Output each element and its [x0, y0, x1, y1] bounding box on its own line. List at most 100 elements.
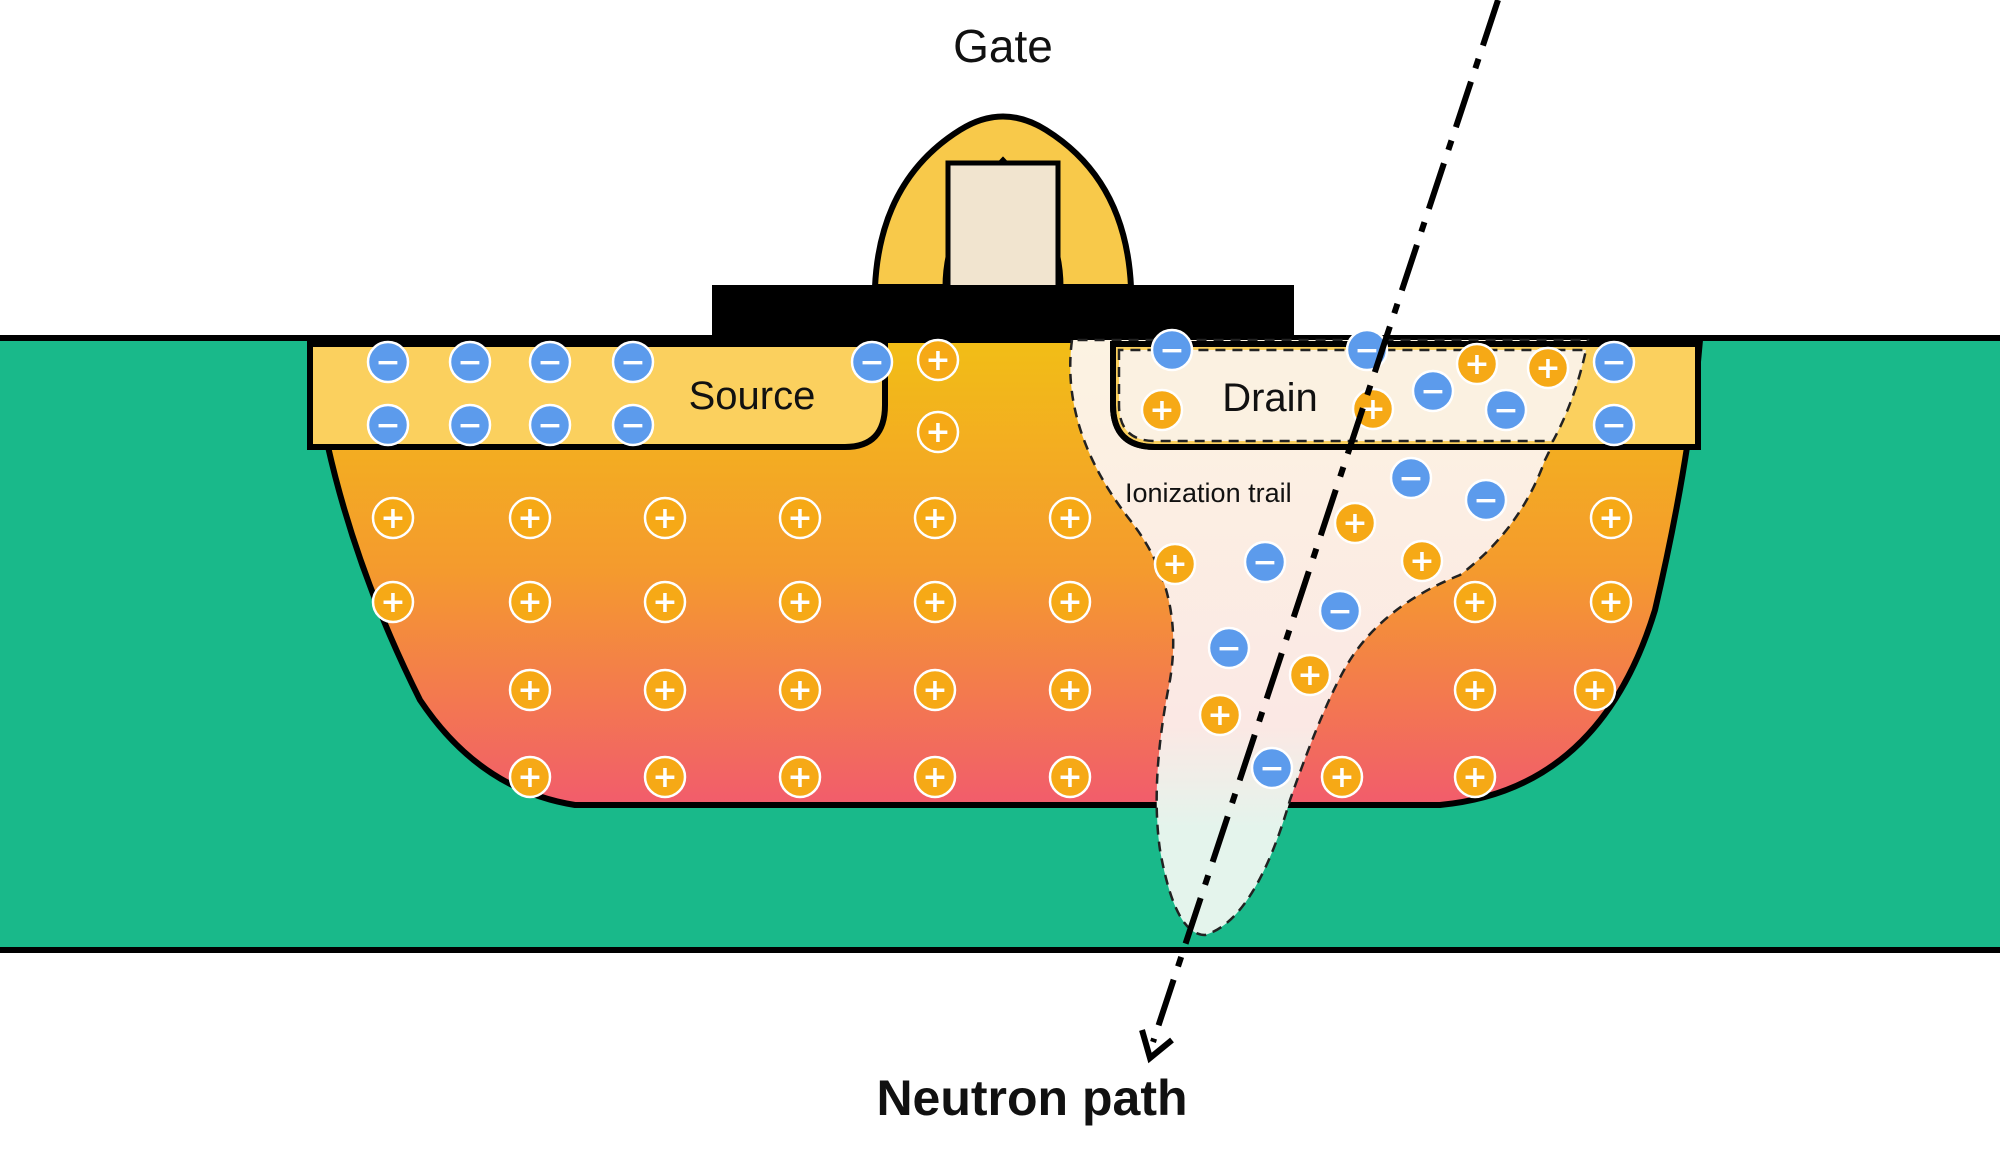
positive-charge: + — [1333, 501, 1377, 545]
positive-charge-symbol: + — [380, 501, 405, 536]
negative-charge: − — [366, 340, 410, 384]
positive-charge-symbol: + — [1162, 547, 1187, 582]
positive-charge-symbol: + — [1057, 673, 1082, 708]
negative-charge-symbol: − — [537, 345, 562, 380]
negative-charge-symbol: − — [375, 345, 400, 380]
negative-charge: − — [850, 340, 894, 384]
negative-charge-symbol: − — [537, 408, 562, 443]
negative-charge: − — [448, 340, 492, 384]
positive-charge: + — [1048, 668, 1092, 712]
negative-charge: − — [448, 403, 492, 447]
positive-charge-symbol: + — [1464, 347, 1489, 382]
positive-charge-symbol: + — [517, 501, 542, 536]
negative-charge: − — [1592, 403, 1636, 447]
positive-charge: + — [371, 580, 415, 624]
positive-charge: + — [1048, 496, 1092, 540]
negative-charge: − — [611, 340, 655, 384]
positive-charge: + — [913, 580, 957, 624]
positive-charge: + — [1153, 542, 1197, 586]
gate-label: Gate — [953, 20, 1053, 72]
negative-charge: − — [1250, 746, 1294, 790]
positive-charge: + — [1589, 496, 1633, 540]
positive-charge-symbol: + — [1329, 760, 1354, 795]
positive-charge: + — [508, 668, 552, 712]
ionization-trail — [1069, 338, 1590, 937]
positive-charge: + — [1453, 668, 1497, 712]
positive-charge: + — [913, 496, 957, 540]
positive-charge-symbol: + — [1462, 585, 1487, 620]
positive-charge-symbol: + — [787, 760, 812, 795]
negative-charge: − — [528, 340, 572, 384]
negative-charge-symbol: − — [1601, 408, 1626, 443]
positive-charge-symbol: + — [922, 760, 947, 795]
positive-charge-symbol: + — [1462, 760, 1487, 795]
positive-charge: + — [1589, 580, 1633, 624]
positive-charge-symbol: + — [652, 673, 677, 708]
negative-charge-symbol: − — [1327, 594, 1352, 629]
negative-charge-symbol: − — [620, 408, 645, 443]
negative-charge: − — [528, 403, 572, 447]
negative-charge-symbol: − — [1259, 751, 1284, 786]
negative-charge: − — [366, 403, 410, 447]
positive-charge-symbol: + — [1409, 544, 1434, 579]
positive-charge: + — [913, 755, 957, 799]
positive-charge-symbol: + — [517, 673, 542, 708]
positive-charge: + — [1400, 539, 1444, 583]
positive-charge: + — [643, 496, 687, 540]
positive-charge: + — [508, 755, 552, 799]
positive-charge-symbol: + — [787, 585, 812, 620]
negative-charge-symbol: − — [1216, 631, 1241, 666]
negative-charge: − — [1318, 589, 1362, 633]
positive-charge-symbol: + — [787, 673, 812, 708]
negative-charge: − — [1464, 478, 1508, 522]
positive-charge-symbol: + — [925, 415, 950, 450]
negative-charge-symbol: − — [1473, 483, 1498, 518]
positive-charge-symbol: + — [922, 501, 947, 536]
positive-charge-symbol: + — [922, 585, 947, 620]
positive-charge: + — [1453, 755, 1497, 799]
negative-charge-symbol: − — [1601, 345, 1626, 380]
negative-charge-symbol: − — [859, 345, 884, 380]
positive-charge: + — [1455, 342, 1499, 386]
positive-charge: + — [916, 338, 960, 382]
positive-charge: + — [778, 668, 822, 712]
positive-charge: + — [916, 410, 960, 454]
negative-charge-symbol: − — [1420, 374, 1445, 409]
gate-electrode — [945, 160, 1061, 293]
positive-charge: + — [1048, 755, 1092, 799]
positive-charge-symbol: + — [652, 760, 677, 795]
drain-outline — [1110, 344, 1698, 450]
positive-charge: + — [371, 496, 415, 540]
negative-charge-symbol: − — [1493, 393, 1518, 428]
neutron-path-label: Neutron path — [876, 1070, 1187, 1126]
neutron-path-arrowhead — [1139, 1029, 1174, 1064]
negative-charge-symbol: − — [457, 408, 482, 443]
positive-charge-symbol: + — [1297, 658, 1322, 693]
negative-charge-symbol: − — [375, 408, 400, 443]
positive-charge: + — [1140, 388, 1184, 432]
positive-charge-symbol: + — [652, 501, 677, 536]
negative-charge: − — [1243, 540, 1287, 584]
positive-charge: + — [643, 668, 687, 712]
positive-charge-symbol: + — [1342, 506, 1367, 541]
positive-charge: + — [508, 580, 552, 624]
positive-charge: + — [1320, 755, 1364, 799]
positive-charge: + — [913, 668, 957, 712]
charge-carriers: ++++++++++++++++++++++++++++++++++++++++… — [366, 328, 1636, 799]
positive-charge: + — [1351, 387, 1395, 431]
positive-charge-symbol: + — [922, 673, 947, 708]
positive-charge-symbol: + — [925, 343, 950, 378]
positive-charge-symbol: + — [517, 585, 542, 620]
drain-label: Drain — [1222, 376, 1318, 420]
negative-charge-symbol: − — [1159, 333, 1184, 368]
positive-charge: + — [643, 580, 687, 624]
positive-charge-symbol: + — [1462, 673, 1487, 708]
negative-charge: − — [1592, 340, 1636, 384]
source-label: Source — [689, 374, 816, 418]
positive-charge: + — [643, 755, 687, 799]
positive-charge: + — [508, 496, 552, 540]
gate-oxide — [712, 285, 1294, 335]
positive-charge-symbol: + — [1582, 673, 1607, 708]
negative-charge: − — [1207, 626, 1251, 670]
